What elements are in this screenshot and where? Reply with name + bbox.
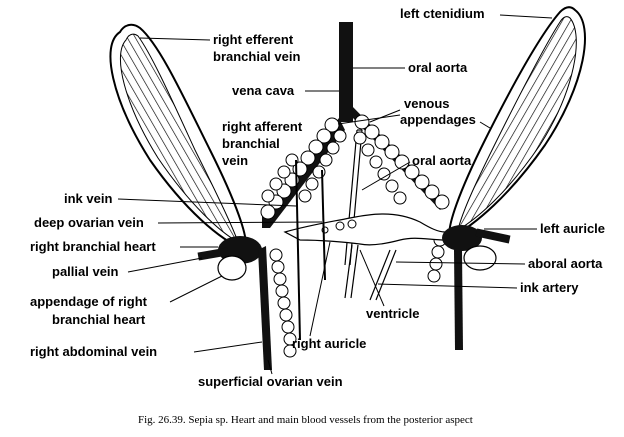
label-ventricle: ventricle (366, 306, 419, 321)
right-branchial-heart (197, 236, 272, 370)
label-appendage-1: appendage of right (30, 294, 148, 309)
label-oral-aorta-mid: oral aorta (412, 153, 472, 168)
label-appendage-2: branchial heart (52, 312, 146, 327)
label-right-efferent-2: branchial vein (213, 49, 300, 64)
aboral-aorta (344, 244, 397, 301)
label-vena-cava: vena cava (232, 83, 295, 98)
label-superficial-ovarian-vein: superficial ovarian vein (198, 374, 343, 389)
ventricle (283, 213, 446, 246)
label-right-afferent-3: vein (222, 153, 248, 168)
label-right-efferent-1: right efferent (213, 32, 294, 47)
left-branchial-heart (442, 225, 511, 350)
label-right-auricle: right auricle (292, 336, 366, 351)
label-right-afferent-1: right afferent (222, 119, 303, 134)
label-venous-1: venous (404, 96, 450, 111)
label-pallial-vein: pallial vein (52, 264, 119, 279)
label-right-branchial-heart: right branchial heart (30, 239, 156, 254)
label-deep-ovarian-vein: deep ovarian vein (34, 215, 144, 230)
right-ctenidium (109, 23, 247, 252)
left-ctenidium (448, 6, 586, 240)
ink-vein (295, 159, 326, 341)
label-ink-vein: ink vein (64, 191, 112, 206)
oral-aorta (344, 129, 363, 266)
label-right-abdominal-vein: right abdominal vein (30, 344, 157, 359)
label-right-afferent-2: branchial (222, 136, 280, 151)
label-left-ctenidium: left ctenidium (400, 6, 485, 21)
label-left-auricle: left auricle (540, 221, 605, 236)
figure-caption: Fig. 26.39. Sepia sp. Heart and main blo… (138, 414, 473, 426)
label-ink-artery: ink artery (520, 280, 579, 295)
label-aboral-aorta: aboral aorta (528, 256, 603, 271)
label-venous-2: appendages (400, 112, 476, 127)
label-oral-aorta-top: oral aorta (408, 60, 468, 75)
